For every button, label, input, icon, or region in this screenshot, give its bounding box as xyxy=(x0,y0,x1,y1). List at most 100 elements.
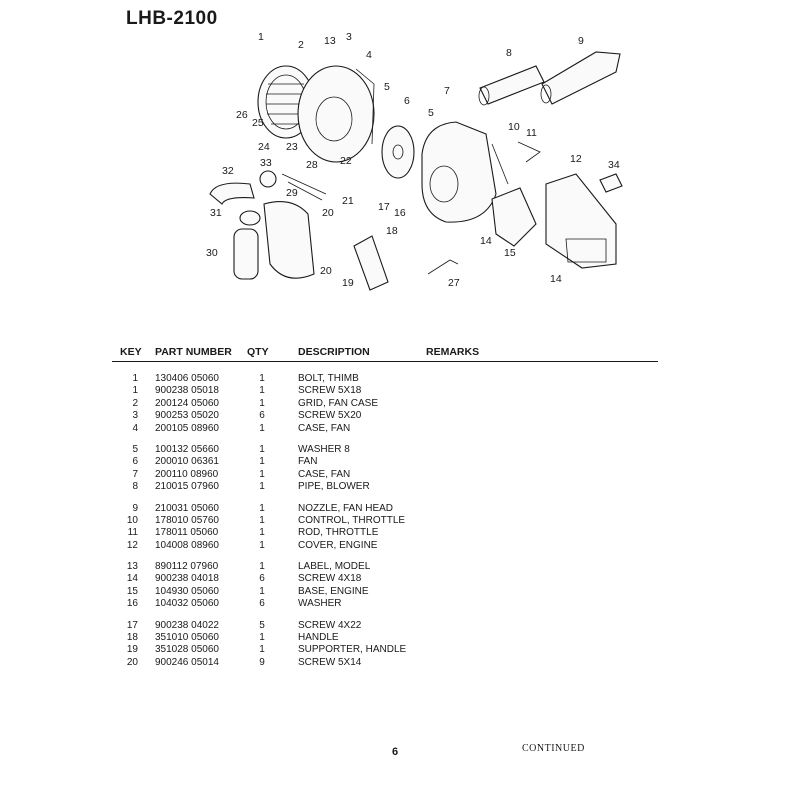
cell-qty: 1 xyxy=(259,527,265,539)
callout-31: 31 xyxy=(210,207,222,219)
cell-key: 2 xyxy=(132,397,138,409)
fan-case-drawing xyxy=(297,65,375,163)
cell-key: 19 xyxy=(126,644,138,656)
cell-key: 4 xyxy=(132,422,138,434)
header-remarks: REMARKS xyxy=(426,346,480,358)
callout-28: 28 xyxy=(306,159,318,171)
cell-qty: 1 xyxy=(259,397,265,409)
engine-base-drawing xyxy=(491,187,537,247)
cell-part-number: 210015 07960 xyxy=(155,481,219,493)
cell-description: PIPE, BLOWER xyxy=(298,481,370,493)
callout-5b: 5 xyxy=(428,107,434,119)
cell-description: BOLT, THIMB xyxy=(298,373,359,384)
callout-29: 29 xyxy=(286,187,298,199)
tool-drawing xyxy=(427,259,459,275)
callout-34: 34 xyxy=(608,159,620,171)
cell-description: NOZZLE, FAN HEAD xyxy=(298,502,394,514)
parts-table: KEY PART NUMBER QTY DESCRIPTION REMARKS … xyxy=(112,344,658,678)
callout-16: 16 xyxy=(394,207,406,219)
cell-qty: 1 xyxy=(259,585,265,597)
cell-qty: 9 xyxy=(259,656,265,668)
cell-key: 20 xyxy=(126,656,138,668)
page-title: LHB-2100 xyxy=(126,8,218,29)
cell-key: 5 xyxy=(132,443,138,455)
cell-description: CASE, FAN xyxy=(298,422,351,434)
cell-part-number: 104008 08960 xyxy=(155,539,219,551)
callout-23: 23 xyxy=(286,141,298,153)
callout-8: 8 xyxy=(506,47,512,59)
cell-key: 10 xyxy=(126,514,138,526)
cell-key: 6 xyxy=(132,456,138,468)
cell-part-number: 178011 05060 xyxy=(155,527,219,539)
cell-part-number: 900238 05018 xyxy=(155,385,219,397)
cell-part-number: 900246 05014 xyxy=(155,656,219,668)
cell-key: 1 xyxy=(132,385,138,397)
cell-description: HANDLE xyxy=(298,632,339,644)
cell-part-number: 178010 05760 xyxy=(155,514,219,526)
callout-24: 24 xyxy=(258,141,270,153)
callout-20b: 20 xyxy=(320,265,332,277)
cell-qty: 1 xyxy=(259,502,265,514)
cell-part-number: 200105 08960 xyxy=(155,422,219,434)
cell-part-number: 104930 05060 xyxy=(155,585,219,597)
cell-description: CONTROL, THROTTLE xyxy=(298,514,406,526)
handle-drawing xyxy=(353,235,389,291)
callout-3: 3 xyxy=(346,31,352,43)
table-row: 4 200105 08960 1 CASE, FAN xyxy=(112,423,658,435)
callout-20a: 20 xyxy=(322,207,334,219)
header-qty: QTY xyxy=(247,346,269,358)
cell-description: FAN xyxy=(298,456,318,468)
cell-part-number: 351028 05060 xyxy=(155,644,219,656)
cell-qty: 1 xyxy=(259,422,265,434)
cell-key: 12 xyxy=(126,539,138,551)
cell-qty: 1 xyxy=(259,385,265,397)
cell-key: 13 xyxy=(126,561,138,573)
cell-part-number: 130406 05060 xyxy=(155,373,219,384)
cell-qty: 1 xyxy=(259,481,265,493)
cell-description: SCREW 4X22 xyxy=(298,619,362,631)
callout-19: 19 xyxy=(342,277,354,289)
callout-14a: 14 xyxy=(480,235,492,247)
cell-key: 18 xyxy=(126,632,138,644)
engine-fan-case-drawing xyxy=(421,121,497,223)
throttle-rod-drawing xyxy=(517,141,541,163)
cell-qty: 6 xyxy=(259,573,265,585)
throttle-control-drawing xyxy=(491,143,509,185)
continued-note: CONTINUED xyxy=(522,743,585,754)
cell-qty: 1 xyxy=(259,373,265,384)
callout-11: 11 xyxy=(526,127,537,139)
engine-cover-drawing xyxy=(545,173,617,269)
cell-key: 3 xyxy=(132,410,138,422)
callout-4: 4 xyxy=(366,49,372,61)
cell-part-number: 200110 08960 xyxy=(155,468,219,480)
cell-part-number: 890112 07960 xyxy=(155,561,219,573)
callout-30: 30 xyxy=(206,247,218,259)
callout-32: 32 xyxy=(222,165,234,177)
cell-key: 8 xyxy=(132,481,138,493)
cell-part-number: 210031 05060 xyxy=(155,502,219,514)
cell-description: GRID, FAN CASE xyxy=(298,397,379,409)
cell-part-number: 100132 05660 xyxy=(155,443,219,455)
cell-qty: 1 xyxy=(259,644,265,656)
callout-9: 9 xyxy=(578,35,584,47)
table-row: 1 130406 05060 1 BOLT, THIMB xyxy=(112,373,658,385)
cell-key: 7 xyxy=(132,468,138,480)
cell-key: 17 xyxy=(126,619,138,631)
cell-part-number: 351010 05060 xyxy=(155,632,219,644)
cell-key: 1 xyxy=(132,373,138,384)
cell-qty: 6 xyxy=(259,410,265,422)
table-row: 8 210015 07960 1 PIPE, BLOWER xyxy=(112,481,658,493)
cell-description: LABEL, MODEL xyxy=(298,561,371,573)
